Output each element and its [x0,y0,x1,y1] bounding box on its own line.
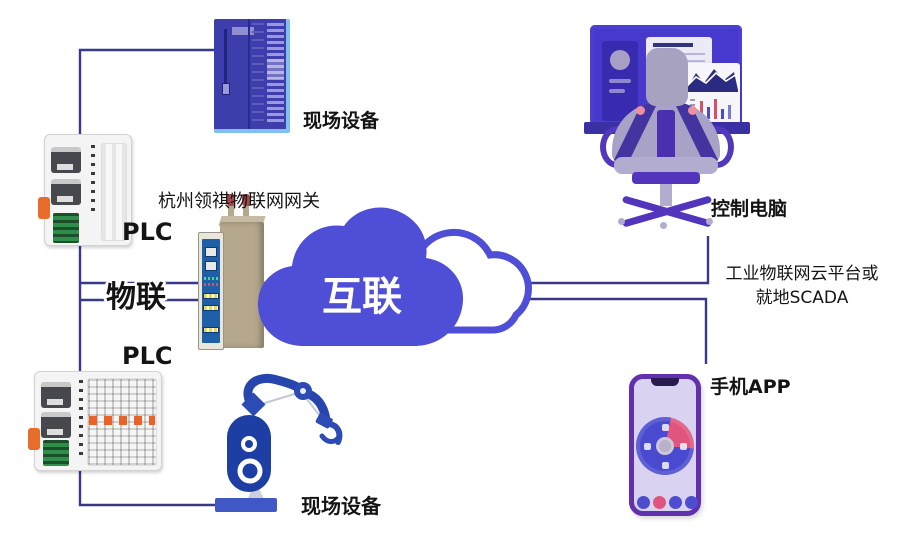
shoulder-accent [636,106,645,115]
robot-claw-finger [319,433,341,444]
terminal-block-icon [43,440,69,466]
chair-wheel [618,218,625,225]
label-cloud-platform-line1: 工业物联网云平台或 [725,264,879,284]
label-cloud-platform: 工业物联网云平台或 就地SCADA [713,262,891,310]
gateway-front-face [198,232,224,350]
din-clip-icon [38,197,50,219]
ethernet-port-icon [51,179,81,205]
led-column [91,145,95,217]
phone-button [685,496,698,509]
smartphone-icon [629,374,701,516]
cloud-label: 互联 [322,274,402,320]
wire-left-loop [78,48,216,507]
din-clip-icon [28,428,40,450]
label-iot: 物联 [106,280,166,315]
dial-center [656,437,674,455]
cabinet-switch [222,83,230,95]
robot-arm-icon [215,374,343,512]
ethernet-port-icon [51,147,81,173]
label-control-computer: 控制电脑 [711,198,788,220]
antenna-icon [242,194,250,224]
label-gateway: 杭州领祺物联网网关 [158,191,320,212]
avatar-icon [610,50,630,70]
chair-post [660,182,672,206]
gateway-terminal-row [203,305,219,311]
gateway-ethernet-port [205,261,217,271]
plc-module-bottom-icon [28,371,162,471]
dial-icon [662,424,669,431]
gateway-ethernet-port [205,247,217,257]
label-mobile-app: 手机APP [710,376,791,398]
robot-base-plate [215,498,277,512]
wire-cloud-to-computer [470,236,710,285]
chair-wheel [706,218,713,225]
control-computer-icon [584,18,750,234]
cabinet-vents [267,23,284,125]
cloud-icon [258,207,532,346]
cabinet-slot [224,29,227,87]
chair-seat [614,157,718,174]
robot-joint-diamond [241,392,266,417]
cabinet-led-column [252,23,264,125]
shoulder-accent [688,106,697,115]
terminal-block-icon [53,213,79,243]
monitor-sidebar [602,41,638,121]
phone-dial-widget [636,417,694,475]
chair-seat-base [632,172,700,184]
label-field-device-bottom: 现场设备 [301,494,381,518]
label-plc-bottom: PLC [122,342,173,370]
robot-body-ring-small [241,436,257,452]
cloud-fill [258,207,464,346]
sidebar-bar [609,89,625,93]
gateway-side-face [220,222,264,348]
dial-icon [644,443,651,450]
plc-module-top-icon [38,134,132,246]
gateway-panel [202,239,220,343]
wire-cloud-to-phone [470,297,708,364]
label-plc-top: PLC [122,218,173,246]
field-device-cabinet-icon [214,19,290,133]
ethernet-port-icon [41,412,71,438]
module-column [101,143,127,241]
label-cloud-platform-line2: 就地SCADA [755,288,849,308]
cabinet-vent-band [267,59,284,79]
chair-wheel [660,222,667,229]
iot-gateway-device-icon [198,194,266,352]
sidebar-bar [609,79,631,83]
phone-notch [651,378,679,386]
gateway-leds-green [204,277,218,280]
chart-graphic [685,69,738,119]
led-column [79,380,83,456]
person-head [646,48,688,106]
cabinet-display [232,27,254,35]
phone-button [669,496,682,509]
label-field-device-top: 现场设备 [303,110,380,132]
cabinet-divider [248,19,250,129]
phone-button [653,496,666,509]
io-orange-levers [89,416,155,425]
gateway-terminal-row [203,327,219,333]
phone-button [637,496,650,509]
ethernet-port-icon [41,382,71,408]
robot-body-ring-large [237,458,263,484]
gateway-terminal-row [203,293,219,299]
antenna-icon [227,194,235,224]
dial-icon [680,443,687,450]
dial-icon [662,462,669,469]
chair-backrest-spine [657,110,675,162]
gateway-leds-red [204,283,218,286]
